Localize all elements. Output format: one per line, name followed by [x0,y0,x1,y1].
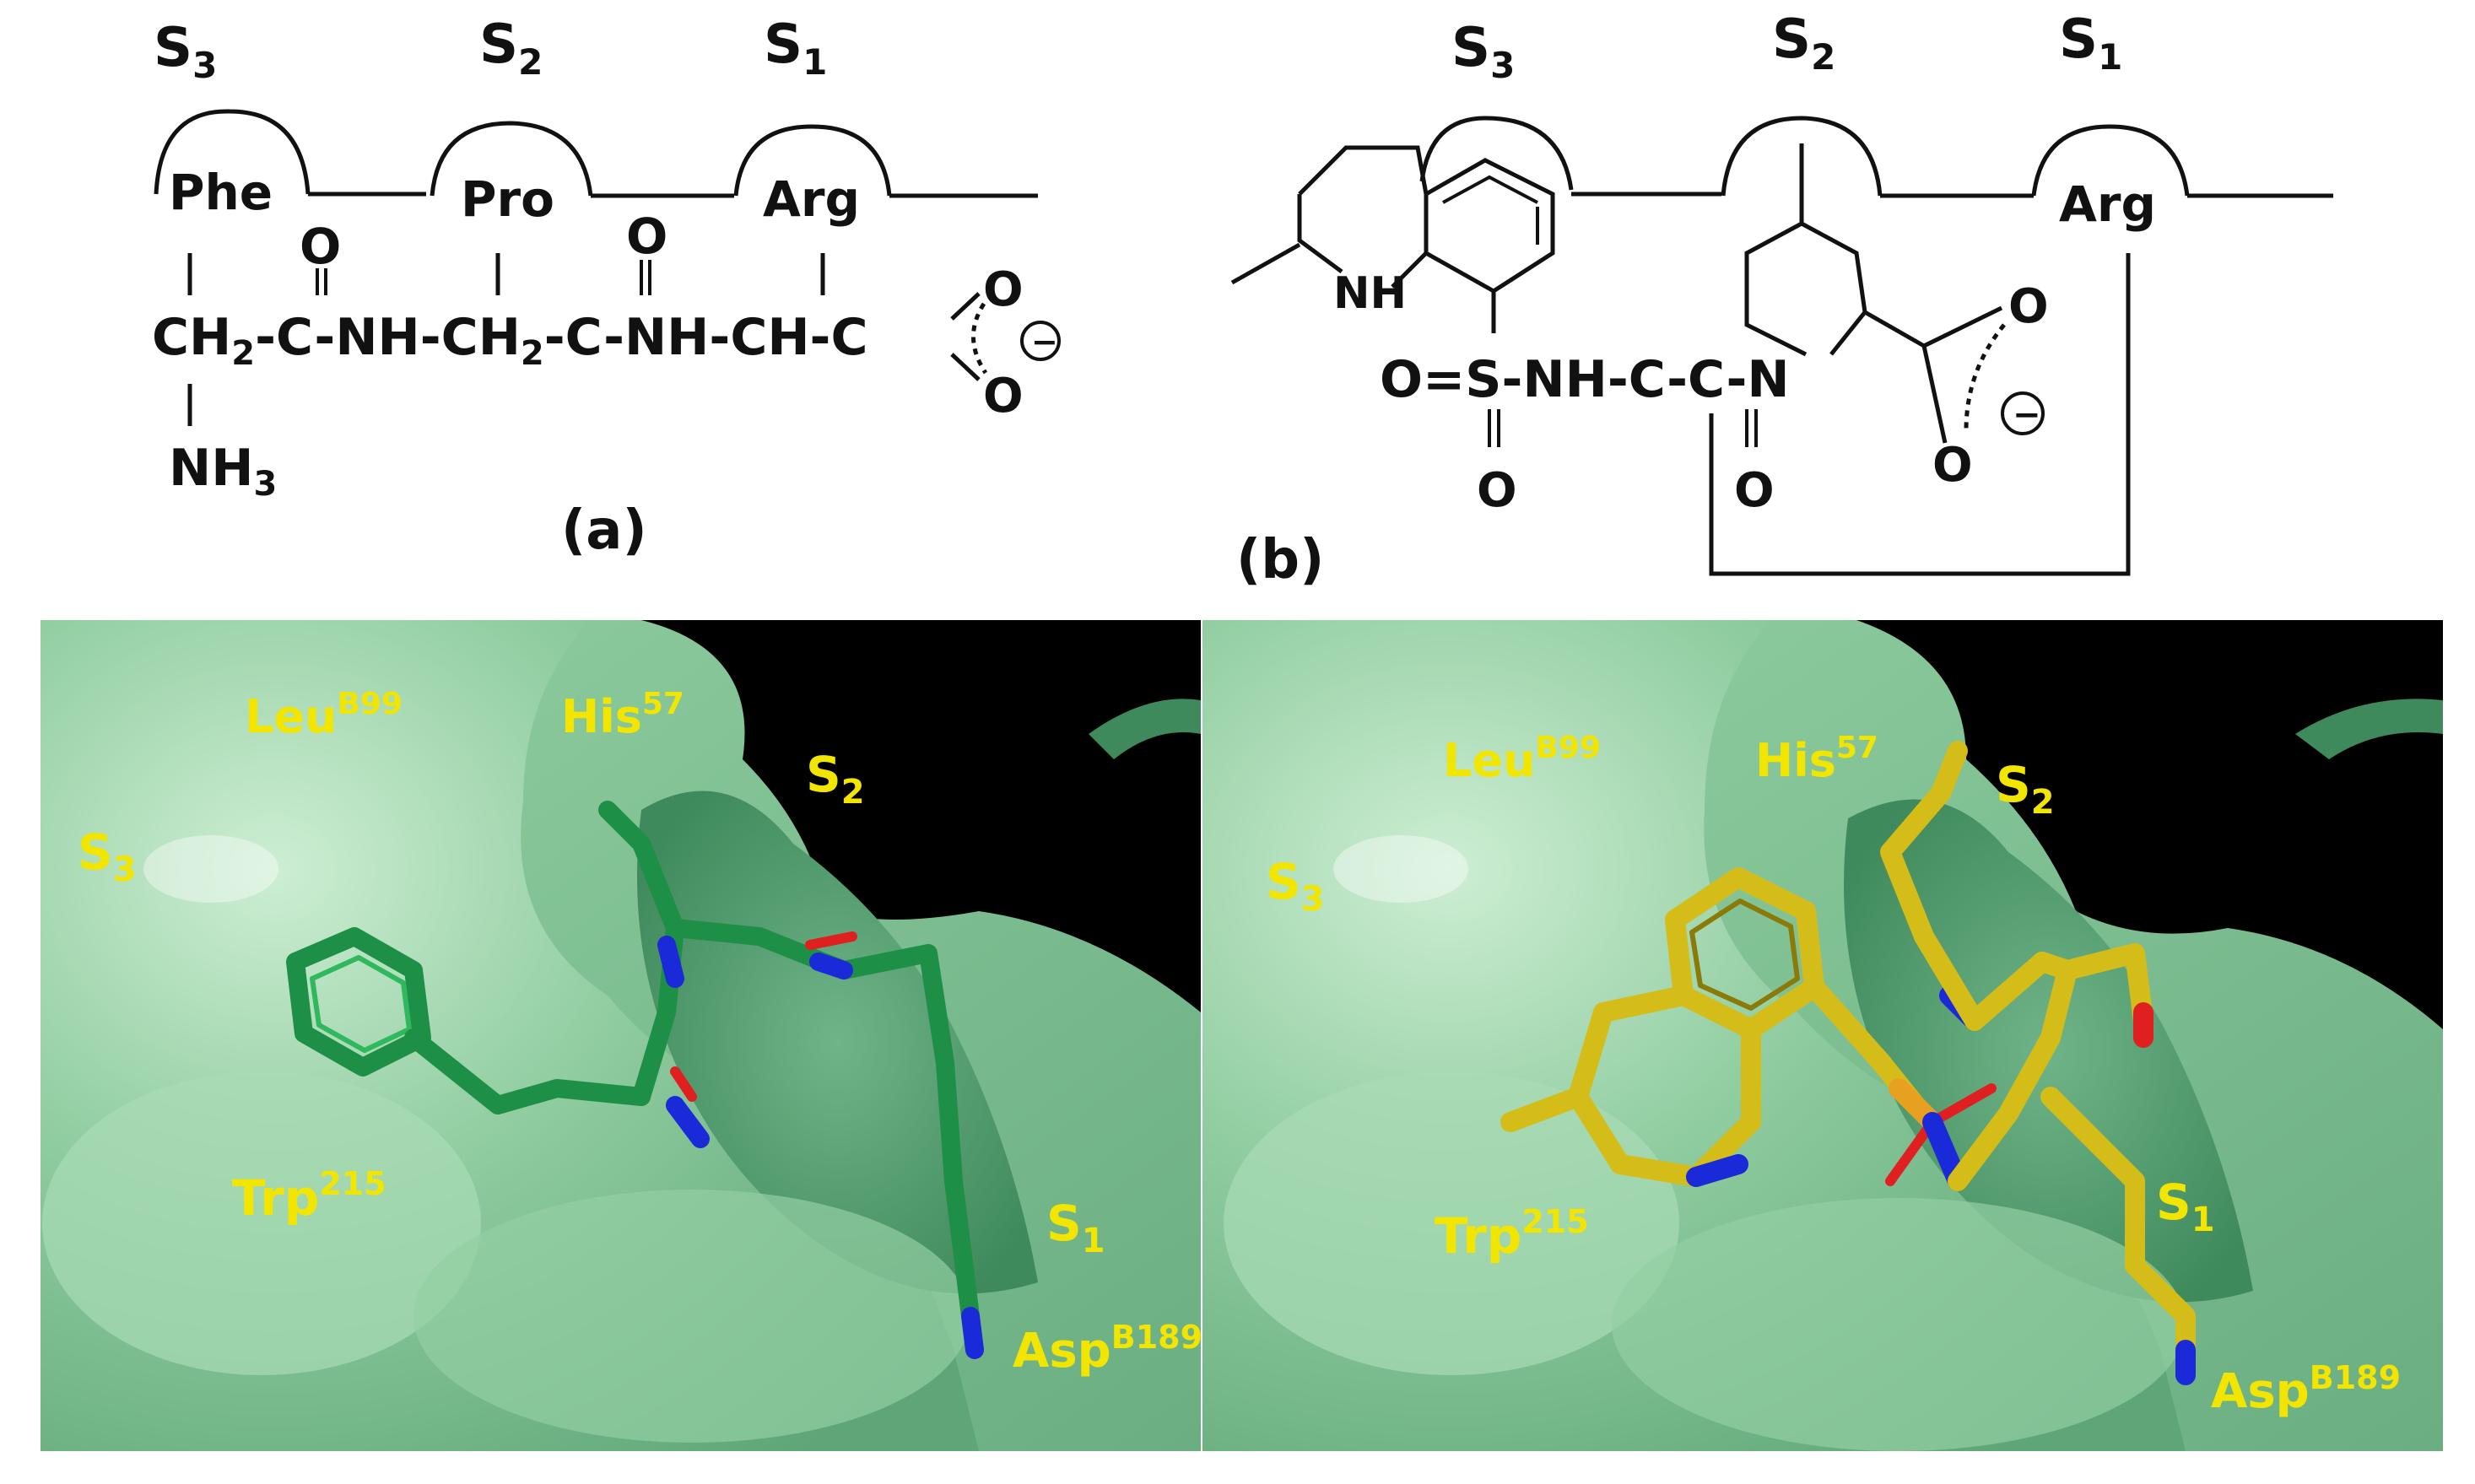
panel-d-helix [2295,699,2443,759]
panel-c-leu-label: LeuB99 [245,687,403,743]
panel-a-s3-label: S3 [154,17,217,86]
benzene-double-1 [1442,175,1538,204]
panel-d-specular [1333,835,1468,903]
yellow-ligand-piperidine [1880,741,1985,1031]
panel-b-carboxylate-o-bottom: O [1932,438,1973,493]
yellow-ligand-methyl [1500,1087,1588,1132]
panel-c-bottom-lobe [413,1190,970,1443]
negative-charge-sign-b: − [2013,396,2041,434]
panel-d-trp-label: Trp215 [1435,1203,1589,1265]
yellow-ligand-so-1 [1927,1083,1997,1127]
panel-b-caption: (b) [1236,529,1324,591]
panel-d-leu-label: LeuB99 [1443,731,1601,787]
panel-b-s2-pocket-arc [1721,116,1883,197]
panel-b-s3-pocket-arc [1419,116,1574,191]
panel-d-his-label: His57 [1755,731,1878,787]
sulfonyl-o-bottom: O [1477,463,1517,518]
residue-phe: Phe [169,164,273,221]
panel-b-s2-label: S2 [1772,8,1835,78]
piperidine-ring [1744,221,1867,357]
panel-d-s1-label: S1 [2156,1174,2215,1239]
carb-bond-bottom [1921,345,1948,444]
panel-a-caption: (a) [561,499,647,562]
panel-d-s3-label: S3 [1266,853,1325,919]
yellow-ligand-nh [1686,1154,1748,1187]
green-ligand-chain-3 [666,919,938,979]
panel-a-s2-pocket-arc [430,121,593,197]
yellow-ligand-aromatic [1689,898,1800,1011]
nh-to-ring [1391,251,1428,289]
yellow-ligand-arg [2040,1087,2196,1377]
residue-pro: Pro [461,170,554,228]
carboxylate-bond-bottom [950,353,981,381]
ring-saturated [1298,145,1429,196]
macrocycle-linker [1709,253,2131,576]
carboxylate-stem [1863,310,1926,348]
residue-arg-b: Arg [2059,175,2156,233]
green-ligand [286,801,984,1359]
panel-b-s3-label: S3 [1451,17,1515,86]
panel-c-highlight-lobe [42,1071,481,1375]
green-ligand-o1 [805,931,857,950]
green-ligand-arg [919,944,980,1325]
panel-c-s3-label: S3 [78,823,137,889]
panel-d-bottom-lobe [1612,1198,2186,1451]
panel-c-trp-label: Trp215 [232,1165,386,1227]
carboxylate-resonance [971,302,988,375]
panel-a-s1-pocket-arc [733,124,892,197]
green-ligand-chain-1 [404,1028,651,1114]
green-ligand-n3 [666,1096,710,1148]
panel-b-s1-label: S1 [2059,8,2122,78]
carbonyl-o-1: O [300,218,341,275]
green-ligand-aromatic [310,955,412,1053]
panel-a-scheme: S3 S2 S1 Phe Pro Arg O O CH2-C-NH-CH2-C-… [152,13,1061,562]
panel-a-s1-label: S1 [764,13,827,83]
panel-c-s2-label: S2 [806,746,865,812]
ring-saturated-2 [1297,194,1343,274]
amide-o: O [1734,463,1775,518]
panel-c-render: LeuB99 His57 S2 S3 Trp215 S1 AspB189 [41,620,1202,1451]
carboxylate-o-bottom: O [983,369,1024,424]
n-terminal-nh3: NH3 [169,439,277,504]
benzene-ring [1424,158,1555,294]
carboxylate-o-top: O [983,262,1024,317]
methyl-bond [1230,242,1301,285]
yellow-ligand-carboxyl [2057,943,2153,1031]
panel-c-asp-label: AspB189 [1013,1319,1202,1379]
yellow-ligand-so-2 [1885,1117,1937,1186]
green-ligand-o2 [670,1066,697,1102]
sulfonamide-chain: O=S-NH-C-C-N [1380,350,1790,409]
green-ligand-n1 [657,936,684,988]
panel-d-highlight-lobe [1224,1071,1679,1375]
panel-d-s2-label: S2 [1996,756,2055,822]
panel-b-s1-pocket-arc [2031,124,2190,197]
yellow-ligand-saturated-ring [1568,985,1761,1187]
panel-c-helix [1089,699,1201,759]
panel-c-pocket-shadow [637,791,1038,1294]
negative-charge-a [1020,321,1061,361]
green-ligand-arg-n [961,1307,984,1359]
ring-nh: NH [1333,268,1407,319]
panel-b-scheme: S3 S2 S1 NH O=S-NH-C-C-N O O O O [1230,8,2333,591]
backbone-chain: CH2-C-NH-CH2-C-NH-CH-C [152,308,868,373]
green-ligand-n2 [809,952,853,979]
residue-arg-a: Arg [763,170,860,228]
panel-c-his-label: His57 [561,687,684,743]
negative-charge-sign-a: − [1031,323,1058,360]
yellow-ligand-backbone [1948,960,2078,1191]
yellow-ligand [1500,741,2196,1385]
panel-c-specular [143,835,278,903]
panel-b-carboxylate-o-top: O [2008,279,2049,334]
negative-charge-b [2001,391,2045,435]
panel-a-s2-label: S2 [479,13,543,83]
panel-c-s1-label: S1 [1046,1195,1105,1260]
carbonyl-o-2: O [626,208,667,265]
panel-d-asp-label: AspB189 [2211,1359,2401,1419]
carb-bond-top [1922,305,2003,348]
panel-d-render: LeuB99 His57 S2 S3 Trp215 S1 AspB189 [1202,620,2443,1451]
panel-a-s3-pocket-arc [154,109,311,195]
carboxylate-bond-top [950,292,981,321]
panel-b-carb-resonance [1964,323,2006,431]
